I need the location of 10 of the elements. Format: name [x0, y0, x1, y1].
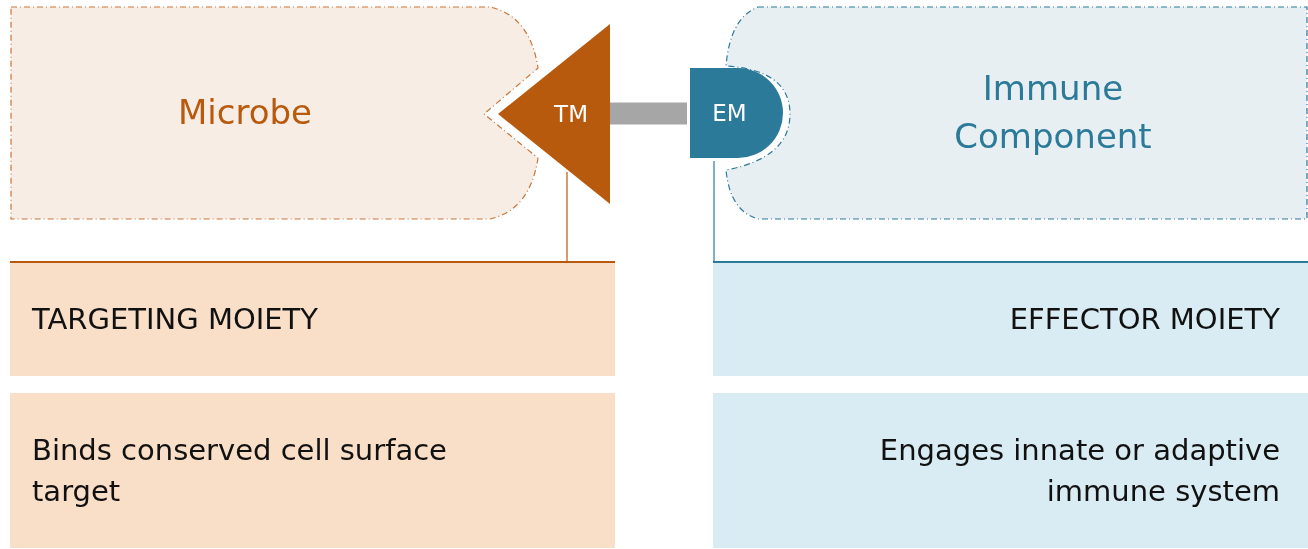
heading-band: TARGETING MOIETY	[10, 261, 615, 376]
description-band: Binds conserved cell surface target	[10, 393, 615, 548]
node-label: Immune Component	[953, 67, 1153, 158]
heading-band: EFFECTOR MOIETY	[713, 261, 1308, 376]
description-band: Engages innate or adaptive immune system	[713, 393, 1308, 548]
leader-line	[566, 171, 568, 262]
moiety-label: TM	[554, 99, 588, 129]
effector-moiety-shape: EM	[690, 68, 783, 158]
linker-bar	[610, 102, 690, 125]
node-label: Microbe	[178, 91, 312, 135]
